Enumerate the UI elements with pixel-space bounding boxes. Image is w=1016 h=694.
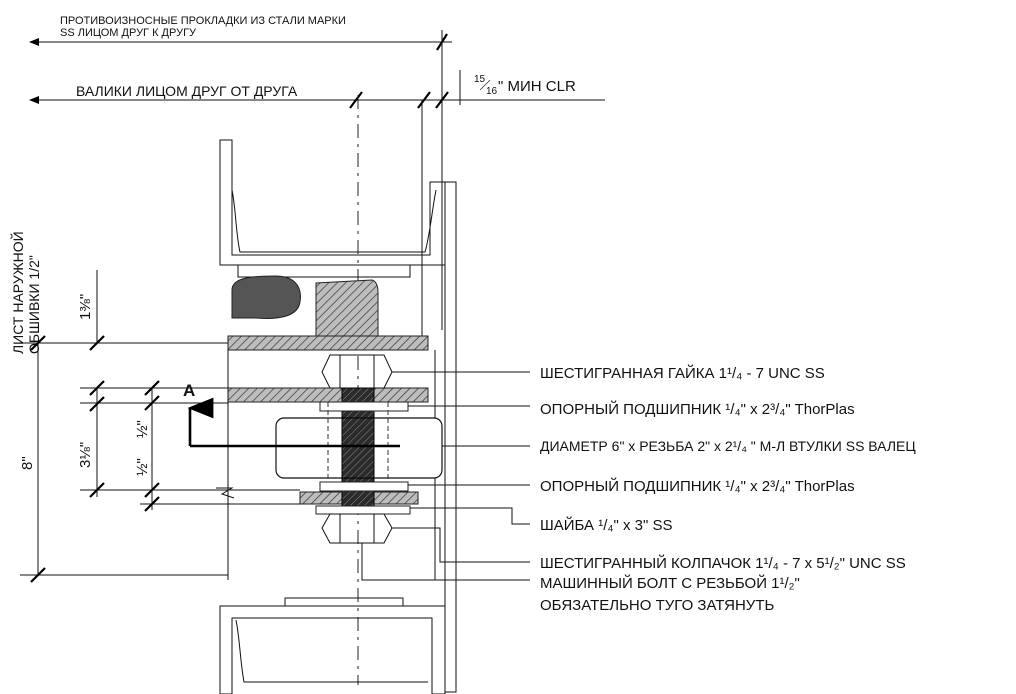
callout-texts: ШЕСТИГРАННАЯ ГАЙКА 1¹/₄ - 7 UNC SS ОПОРН… <box>540 364 916 614</box>
top-note-line2: SS ЛИЦОМ ДРУГ К ДРУГУ <box>60 27 197 39</box>
upper-thorplas-bearing <box>319 401 409 412</box>
dim-half-b: ½" <box>134 458 151 476</box>
top-dimension-group: ПРОТИВОИЗНОСНЫЕ ПРОКЛАДКИ ИЗ СТАЛИ МАРКИ… <box>29 15 605 330</box>
bolt-assembly <box>275 354 443 544</box>
upper-bearing-plate <box>227 387 429 403</box>
side-note: ЛИСТ НАРУЖНОЙ ОБШИВКИ 1/2" <box>9 231 42 354</box>
callout-lower-bearing: ОПОРНЫЙ ПОДШИПНИК ¹/₄" x 2³/₄" ThorPlas <box>540 477 855 495</box>
hex-cap <box>321 513 393 544</box>
dim-8: 8" <box>19 456 36 470</box>
rollers-tick-2 <box>417 91 431 109</box>
lower-thorplas-bearing <box>319 481 409 492</box>
bolt-note-line2: ОБЯЗАТЕЛЬНО ТУГО ЗАТЯНУТЬ <box>540 597 774 614</box>
callout-hex-nut: ШЕСТИГРАННАЯ ГАЙКА 1¹/₄ - 7 UNC SS <box>540 364 825 382</box>
clearance-label: 15 16 " МИН CLR <box>474 74 576 97</box>
callout-roller: ДИАМЕТР 6" x РЕЗЬБА 2" x 2¹/₄ " М-Л ВТУЛ… <box>540 438 916 454</box>
wear-pad <box>231 275 301 319</box>
guide-block <box>315 279 379 339</box>
callout-upper-bearing: ОПОРНЫЙ ПОДШИПНИК ¹/₄" x 2³/₄" ThorPlas <box>540 400 855 418</box>
break-mark <box>216 487 235 499</box>
lower-channel <box>219 597 446 694</box>
rollers-note: ВАЛИКИ ЛИЦОМ ДРУГ ОТ ДРУГА <box>76 83 298 99</box>
bolt-note-line1: МАШИННЫЙ БОЛТ С РЕЗЬБОЙ 1¹/₂" <box>540 574 800 592</box>
callout-hex-cap: ШЕСТИГРАННЫЙ КОЛПАЧОК 1¹/₄ - 7 x 5¹/₂" U… <box>540 554 906 572</box>
clearance-denominator: 16 <box>486 86 498 97</box>
rollers-tick-1 <box>349 91 363 109</box>
top-plate <box>227 335 429 351</box>
side-note-line2: ОБШИВКИ 1/2" <box>26 255 42 354</box>
clearance-text: " МИН CLR <box>498 78 576 95</box>
dim-3-1-8: 3⅛" <box>77 442 94 468</box>
section-marker: A <box>183 381 195 400</box>
hex-nut <box>321 354 393 389</box>
top-note-line1: ПРОТИВОИЗНОСНЫЕ ПРОКЛАДКИ ИЗ СТАЛИ МАРКИ <box>60 15 346 27</box>
face-plate <box>444 181 457 693</box>
upper-channel <box>219 139 446 278</box>
dim-half-a: ½" <box>134 420 151 438</box>
callout-washer: ШАЙБА ¹/₄" x 3" SS <box>540 516 673 534</box>
clearance-fraction-bar <box>479 79 491 91</box>
dim-1-3-8: 1⅜" <box>77 294 94 320</box>
left-dimension-group: ЛИСТ НАРУЖНОЙ ОБШИВКИ 1/2" 8" 1⅜" 3⅛" ½"… <box>9 231 400 583</box>
side-note-line1: ЛИСТ НАРУЖНОЙ <box>9 231 26 354</box>
clearance-numerator: 15 <box>474 74 486 85</box>
callout-leaders <box>361 371 530 581</box>
washer <box>315 505 411 515</box>
rollers-tick-3 <box>435 91 449 109</box>
